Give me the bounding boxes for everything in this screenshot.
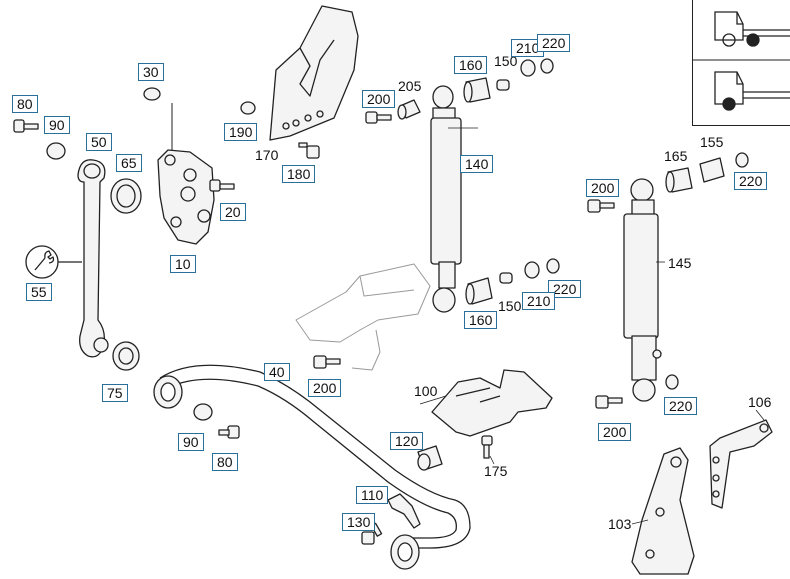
part-label-170[interactable]: 170 — [255, 147, 279, 163]
bolt-200a-icon — [365, 111, 392, 124]
part-label-200-right[interactable]: 200 — [586, 179, 620, 197]
sleeve-155-icon — [699, 157, 725, 183]
part-label-10[interactable]: 10 — [170, 255, 196, 273]
part-label-130[interactable]: 130 — [342, 513, 376, 531]
part-label-190[interactable]: 190 — [224, 123, 258, 141]
part-label-200-mid[interactable]: 200 — [308, 379, 342, 397]
nut-220d-icon — [665, 374, 679, 390]
part-label-106[interactable]: 106 — [748, 394, 772, 410]
part-label-180[interactable]: 180 — [282, 165, 316, 183]
part-label-65[interactable]: 65 — [116, 154, 142, 172]
part-label-55[interactable]: 55 — [26, 283, 52, 301]
spacer-150a-icon — [496, 79, 510, 91]
part-label-80[interactable]: 80 — [12, 95, 38, 113]
part-label-103[interactable]: 103 — [608, 516, 632, 532]
part-label-110[interactable]: 110 — [356, 486, 389, 504]
part-label-150-mid[interactable]: 150 — [498, 298, 522, 314]
shock-absorber-145-icon — [623, 178, 662, 402]
part-label-220[interactable]: 220 — [537, 34, 571, 52]
part-label-200[interactable]: 200 — [362, 90, 396, 108]
bolt-175-icon — [481, 435, 493, 459]
clamp-110-icon — [387, 493, 421, 529]
bolt-80b-icon — [218, 425, 240, 439]
nut-220b-icon — [546, 258, 560, 274]
nut-190-icon — [240, 101, 256, 115]
bracket-100-icon — [431, 369, 553, 437]
part-label-40[interactable]: 40 — [264, 363, 290, 381]
sleeve-205-icon — [397, 99, 421, 120]
part-label-145[interactable]: 145 — [668, 255, 692, 271]
frame-bracket-170-icon — [269, 5, 359, 141]
link-rod-50-icon — [77, 159, 109, 358]
part-label-160[interactable]: 160 — [454, 56, 488, 74]
frame-outline-icon — [295, 263, 431, 371]
bushing-165-icon — [665, 167, 693, 193]
bracket-10-icon — [157, 149, 215, 245]
bolt-200c-icon — [587, 199, 615, 213]
part-label-210-mid[interactable]: 210 — [522, 292, 556, 310]
part-label-220-lower-right[interactable]: 220 — [664, 397, 698, 415]
nut-220c-icon — [735, 152, 749, 168]
part-label-90[interactable]: 90 — [44, 116, 70, 134]
spacer-150b-icon — [499, 272, 513, 284]
bolt-200b-icon — [313, 355, 341, 369]
nut-30-icon — [143, 87, 161, 101]
bearing-75-icon — [112, 341, 140, 371]
bracket-103-icon — [631, 447, 695, 575]
bolt-200d-icon — [595, 395, 623, 409]
washer-90b-icon — [193, 403, 213, 421]
part-label-165[interactable]: 165 — [664, 148, 688, 164]
part-label-80-lower[interactable]: 80 — [212, 453, 238, 471]
part-label-150[interactable]: 150 — [494, 53, 518, 69]
bolt-180-icon — [298, 142, 320, 159]
part-label-140[interactable]: 140 — [460, 155, 494, 173]
part-label-30[interactable]: 30 — [138, 63, 164, 81]
truck-cab-front-axle-icon — [714, 71, 790, 111]
part-label-205[interactable]: 205 — [398, 78, 422, 94]
part-label-90-lower[interactable]: 90 — [178, 433, 204, 451]
wrench-55-icon — [25, 245, 82, 279]
part-label-175[interactable]: 175 — [484, 463, 508, 479]
part-label-75[interactable]: 75 — [102, 384, 128, 402]
truck-cab-rear-axle-icon — [714, 11, 790, 47]
shock-absorber-140-icon — [430, 85, 462, 313]
nut-220a-icon — [540, 58, 554, 74]
vehicle-view-panel — [692, 0, 790, 126]
part-label-200-lower-right[interactable]: 200 — [598, 423, 632, 441]
bushing-160b-icon — [465, 277, 493, 305]
bolt-20-icon — [209, 179, 235, 192]
bracket-106-icon — [709, 419, 773, 509]
bushing-120-icon — [417, 445, 443, 471]
part-label-220-right[interactable]: 220 — [734, 172, 768, 190]
part-label-155[interactable]: 155 — [700, 134, 724, 150]
stabilizer-bar-40-icon — [153, 364, 471, 570]
part-label-50[interactable]: 50 — [86, 133, 112, 151]
bearing-65-icon — [110, 178, 142, 214]
washer-210a-icon — [520, 59, 536, 77]
washer-90-icon — [46, 142, 66, 160]
part-label-20[interactable]: 20 — [220, 203, 246, 221]
part-label-120[interactable]: 120 — [390, 432, 424, 450]
washer-210b-icon — [524, 261, 540, 279]
part-label-100[interactable]: 100 — [414, 383, 438, 399]
part-label-160-mid[interactable]: 160 — [464, 311, 498, 329]
bushing-160a-icon — [463, 77, 491, 103]
part-label-220-mid[interactable]: 220 — [548, 280, 582, 298]
leader-lines — [419, 127, 765, 525]
bolt-80-icon — [13, 119, 39, 133]
